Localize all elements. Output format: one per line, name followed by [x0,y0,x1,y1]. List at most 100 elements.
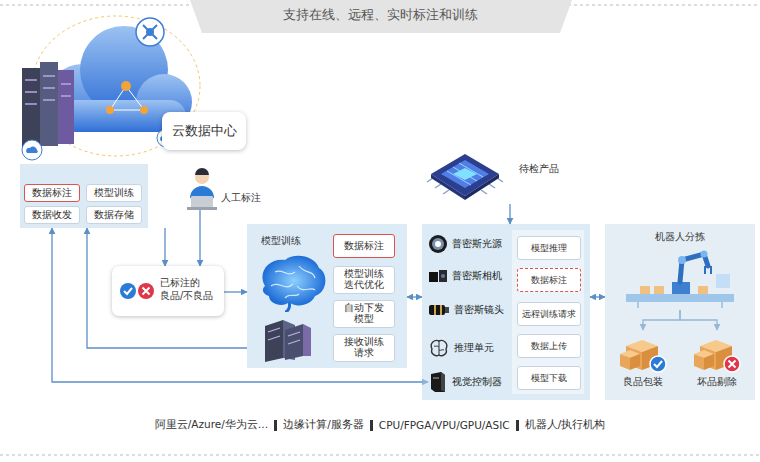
drawing-part [640,286,650,294]
drawing-part [638,302,722,308]
drawing-part [43,87,55,89]
drawing-part [61,83,71,85]
footer: 阿里云/Azure/华为云… 边缘计算/服务器 CPU/FPGA/VPU/GPU/A… [0,418,760,432]
drawing-part [303,324,311,356]
function-box: 数据收发 [24,206,80,224]
drawing-part [445,307,449,313]
drawing-part [698,286,708,294]
dashed-rule [568,5,760,6]
function-box: 数据存储 [86,206,142,224]
node-text: 自动下发 模型 [341,303,387,325]
product-chip: 待检产品 [425,148,590,204]
drawing-part [678,256,686,264]
function-box: 模型推理 [517,236,581,260]
drawing-part [620,246,740,310]
footer-label: 阿里云/Azure/华为云… [155,418,268,432]
drawing-part [262,256,325,306]
connector [590,296,605,297]
drawing-part [255,252,329,312]
good-package: 良品包装 [612,330,674,394]
drawing-part [106,81,148,114]
drawing-part [120,283,136,299]
drawing-part [443,190,449,194]
dashed-rule [0,455,760,456]
drawing-part [285,324,303,360]
drawing-part [705,266,711,274]
drawing-part [435,241,441,247]
drawing-part [453,168,477,180]
drawing-part [650,356,666,372]
device-item: 普密斯镜头 [428,298,514,322]
node-text: 普密斯镜头 [454,304,504,317]
drawing-part [626,294,734,302]
node-text: 已标注的 良品/不良品 [160,276,220,302]
drawing-part [140,106,148,114]
drawing-part [434,341,444,355]
drawing-part [433,377,439,379]
footer-label: 边缘计算/服务器 [283,418,364,432]
function-box: 模型下载 [517,366,581,390]
drawing-part [429,305,445,315]
drawing-part [432,238,444,250]
footer-label: CPU/FPGA/VPU/GPU/ASIC [379,419,510,431]
function-box: 模型训练 [86,184,142,202]
device-item: 视觉控制器 [428,370,514,394]
footer-label: 机器人/执行机构 [525,418,606,432]
drawing-part [25,91,37,93]
node-text: 人工标注 [221,192,265,205]
node-text: 模型训练 [94,188,134,199]
drawing-part [25,79,37,81]
drawing-part [439,270,447,282]
node-text: 数据标注 [32,188,72,199]
drawing-part [686,330,748,374]
drawing-part [434,305,436,315]
drawing-part [268,328,300,344]
title-band [190,0,572,33]
title-text: 支持在线、远程、实时标注和训练 [195,7,565,24]
drawing-part [285,294,299,298]
cloud-center: 云数据中心数据标注模型训练数据收发数据存储 [18,8,250,228]
function-box: 模型训练 迭代优化 [333,266,395,294]
dashed-rule [0,5,192,6]
robot-sorter: 机器人分拣 [620,228,740,310]
drawing-part [431,154,499,196]
drawing-part [441,274,445,278]
drawing-part [638,302,639,308]
drawing-part [704,354,714,370]
function-box: 远程训练请求 [517,302,581,326]
drawing-part [716,274,730,288]
drawing-part [453,167,477,181]
separator-bar [516,420,519,431]
node-text: 待检产品 [519,162,590,176]
function-box: 数据上传 [517,334,581,358]
drawing-part [654,286,664,294]
drawing-part [261,316,313,362]
drawing-part [106,106,114,114]
drawing-part [288,340,300,344]
node-text: 模型训练 迭代优化 [341,269,387,291]
drawing-part [43,75,55,77]
node-text: 良品包装 [612,376,674,389]
connector [407,296,422,297]
drawing-part [43,99,55,101]
node-text: 接收训练 请求 [341,337,387,359]
function-box: 接收训练 请求 [333,334,395,362]
drawing-part [146,28,154,36]
device-item: 普密斯光源 [428,232,514,256]
drawing-part [138,283,154,299]
separator-bar [274,420,277,431]
drawing-part [25,103,37,105]
edge-panel: 普密斯光源普密斯相机普密斯镜头推理单元视觉控制器模型推理数据标注远程训练请求数据… [422,224,590,400]
node-text: 坏品剔除 [686,376,748,389]
bad-reject: 坏品剔除 [686,330,748,394]
drawing-part [26,147,38,153]
drawing-part [297,286,315,290]
drawing-part [61,95,71,97]
drawing-part [489,184,495,188]
drawing-part [299,266,315,278]
drawing-part [441,372,445,392]
annotator-icon: 人工标注 [185,168,265,210]
drawing-part [265,320,283,362]
connector [164,228,165,266]
drawing-part [121,81,131,91]
